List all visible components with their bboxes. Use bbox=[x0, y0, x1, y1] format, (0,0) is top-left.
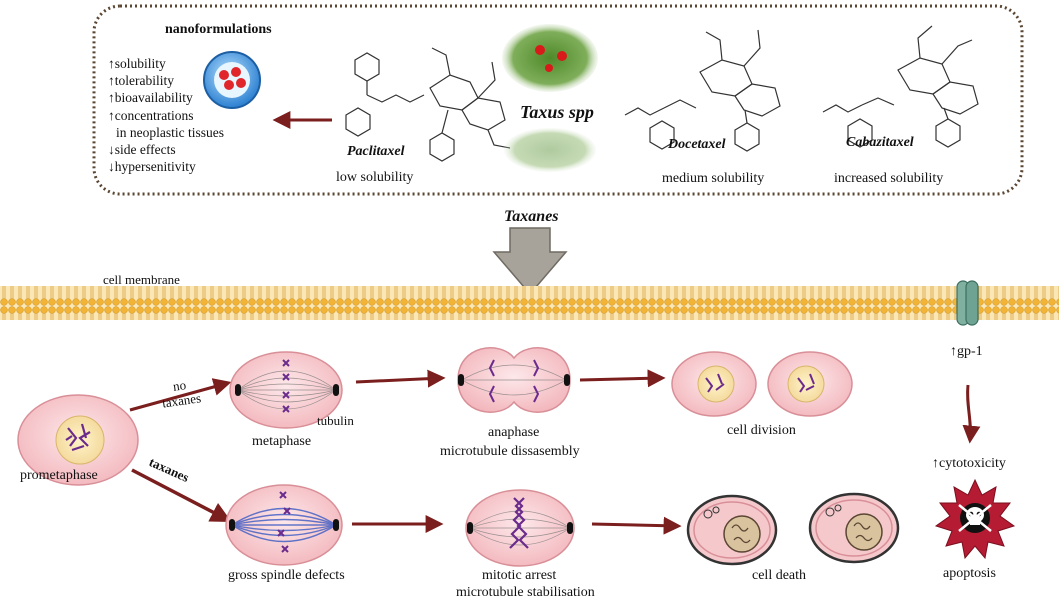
daughter-cells bbox=[671, 351, 853, 417]
nano-benefit: in neoplastic tissues bbox=[116, 124, 224, 140]
arrow-to-division bbox=[579, 369, 666, 388]
gp1-channel-icon bbox=[956, 280, 979, 326]
cell-membrane bbox=[0, 286, 1059, 320]
metaphase-cell bbox=[229, 351, 343, 429]
paclitaxel-solubility: low solubility bbox=[336, 170, 414, 185]
arrow-taxanes bbox=[131, 468, 232, 522]
prometaphase-cell bbox=[17, 394, 139, 486]
apoptosis-skull-icon bbox=[934, 478, 1016, 560]
mitotic-arrest-label: mitotic arrest bbox=[482, 568, 557, 583]
cell-division-label: cell division bbox=[727, 423, 796, 438]
nano-benefits-list: ↑solubility ↑tolerability ↑bioavailabili… bbox=[108, 55, 224, 175]
arrest-sublabel: microtubule stabilisation bbox=[456, 585, 595, 600]
paclitaxel-name: Paclitaxel bbox=[347, 144, 405, 159]
arrow-to-anaphase bbox=[355, 369, 446, 388]
taxanes-down-arrow bbox=[492, 227, 568, 296]
nano-benefit: ↑tolerability bbox=[108, 73, 174, 89]
prometaphase-label: prometaphase bbox=[20, 468, 98, 483]
docetaxel-solubility: medium solubility bbox=[662, 171, 765, 186]
cabazitaxel-name: Cabazitaxel bbox=[846, 135, 914, 150]
cabazitaxel-structure-icon bbox=[822, 25, 979, 148]
no-taxanes-label: no taxanes bbox=[159, 375, 202, 410]
nanoparticle-icon bbox=[203, 51, 261, 109]
metaphase-label: metaphase bbox=[252, 434, 312, 449]
anaphase-label: anaphase bbox=[488, 425, 540, 440]
taxane-panel-border bbox=[92, 4, 1024, 196]
taxanes-label: Taxanes bbox=[504, 208, 559, 225]
cabazitaxel-solubility: increased solubility bbox=[834, 171, 944, 186]
docetaxel-name: Docetaxel bbox=[668, 137, 726, 152]
arrow-no-taxanes bbox=[129, 378, 232, 412]
nano-benefit: ↑bioavailability bbox=[108, 90, 193, 106]
anaphase-sublabel: microtubule dissasembly bbox=[440, 444, 580, 459]
tubulin-label: tubulin bbox=[317, 413, 354, 428]
arrow-to-cytotoxicity bbox=[962, 384, 981, 444]
spindle-defect-cell bbox=[225, 484, 343, 566]
apoptosis-label: apoptosis bbox=[943, 566, 996, 581]
gp1-label: ↑gp-1 bbox=[950, 344, 983, 359]
cell-death-label: cell death bbox=[752, 568, 807, 583]
anaphase-cell bbox=[457, 347, 571, 413]
nano-benefit: ↓side effects bbox=[108, 142, 176, 158]
paclitaxel-structure-icon bbox=[345, 47, 511, 162]
taxus-label: Taxus spp bbox=[520, 102, 594, 122]
dead-cells bbox=[686, 492, 900, 566]
nano-benefit: ↓hypersenitivity bbox=[108, 159, 196, 175]
nano-benefit: ↑concentrations bbox=[108, 107, 194, 123]
cytotoxicity-label: ↑cytotoxicity bbox=[932, 456, 1006, 471]
mitotic-arrest-cell bbox=[465, 489, 575, 567]
membrane-label: cell membrane bbox=[103, 272, 180, 287]
nano-benefit: ↑solubility bbox=[108, 56, 166, 71]
spindle-defects-label: gross spindle defects bbox=[228, 568, 345, 583]
nano-title: nanoformulations bbox=[165, 22, 272, 37]
arrow-to-death bbox=[591, 516, 682, 535]
taxus-plant-icon bbox=[502, 24, 598, 172]
docetaxel-structure-icon bbox=[624, 29, 781, 152]
